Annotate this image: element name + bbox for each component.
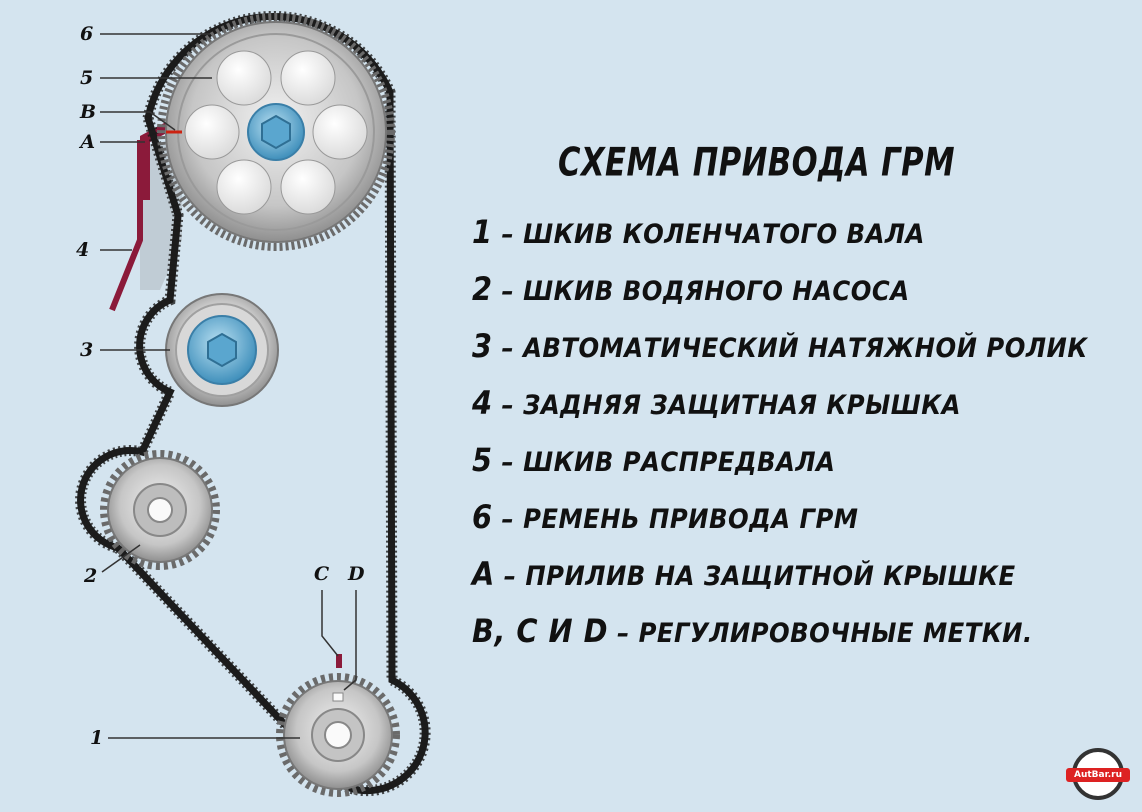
legend-text: регулировочные метки. [638, 618, 1033, 649]
legend-key: В, С и D [472, 612, 609, 650]
leader-c [321, 590, 339, 657]
camshaft-pulley [157, 13, 395, 251]
label-c: С [314, 563, 329, 585]
logo-text: AutBar.ru [1066, 768, 1130, 782]
legend-list: 1 – шкив коленчатого вала 2 – шкив водян… [472, 204, 1112, 660]
mark-c [336, 654, 342, 668]
leader-2 [101, 544, 141, 573]
leader-d [343, 590, 357, 691]
legend-item: 6 – ремень привода ГРМ [472, 498, 859, 536]
legend-item: В, С и D – регулировочные метки. [472, 612, 1033, 650]
label-6: 6 [80, 23, 93, 45]
legend-key: 4 [472, 384, 493, 422]
legend-item: 2 – шкив водяного насоса [472, 270, 910, 308]
label-4: 4 [76, 239, 89, 261]
legend-text: шкив распредвала [523, 447, 836, 478]
water-pump-pulley [100, 450, 220, 570]
legend-key: 1 [472, 213, 493, 251]
legend-key: 2 [472, 270, 493, 308]
legend-item: 1 – шкив коленчатого вала [472, 213, 925, 251]
legend-text: прилив на защитной крышке [525, 561, 1016, 592]
rear-cover-edge [109, 140, 143, 312]
legend-key: 5 [472, 441, 493, 479]
legend-key: 6 [472, 498, 493, 536]
legend-key: А [472, 555, 495, 593]
crankshaft-pulley [276, 673, 400, 797]
label-1: 1 [90, 727, 103, 749]
legend-key: 3 [472, 327, 493, 365]
legend-item: А – прилив на защитной крышке [472, 555, 1016, 593]
label-a: А [78, 131, 95, 153]
legend-text: ремень привода ГРМ [523, 504, 859, 535]
legend-item: 4 – задняя защитная крышка [472, 384, 961, 422]
timing-belt [75, 10, 431, 797]
legend-text: шкив водяного насоса [523, 276, 910, 307]
legend-title: Схема привода ГРМ [558, 140, 956, 186]
site-logo: AutBar.ru [1058, 748, 1130, 804]
legend-text: задняя защитная крышка [523, 390, 961, 421]
cover-tab-a [140, 122, 176, 200]
label-3: 3 [80, 339, 93, 361]
legend-text: шкив коленчатого вала [523, 219, 925, 250]
label-b: В [79, 101, 96, 123]
label-2: 2 [83, 565, 97, 587]
label-d: D [347, 563, 365, 585]
legend-item: 5 – шкив распредвала [472, 441, 836, 479]
legend-text: автоматический натяжной ролик [523, 333, 1088, 364]
label-5: 5 [80, 67, 93, 89]
tensioner-roller [165, 293, 279, 407]
leader-b [100, 111, 176, 131]
legend-item: 3 – автоматический натяжной ролик [472, 327, 1088, 365]
legend: Схема привода ГРМ 1 – шкив коленчатого в… [472, 140, 1112, 660]
